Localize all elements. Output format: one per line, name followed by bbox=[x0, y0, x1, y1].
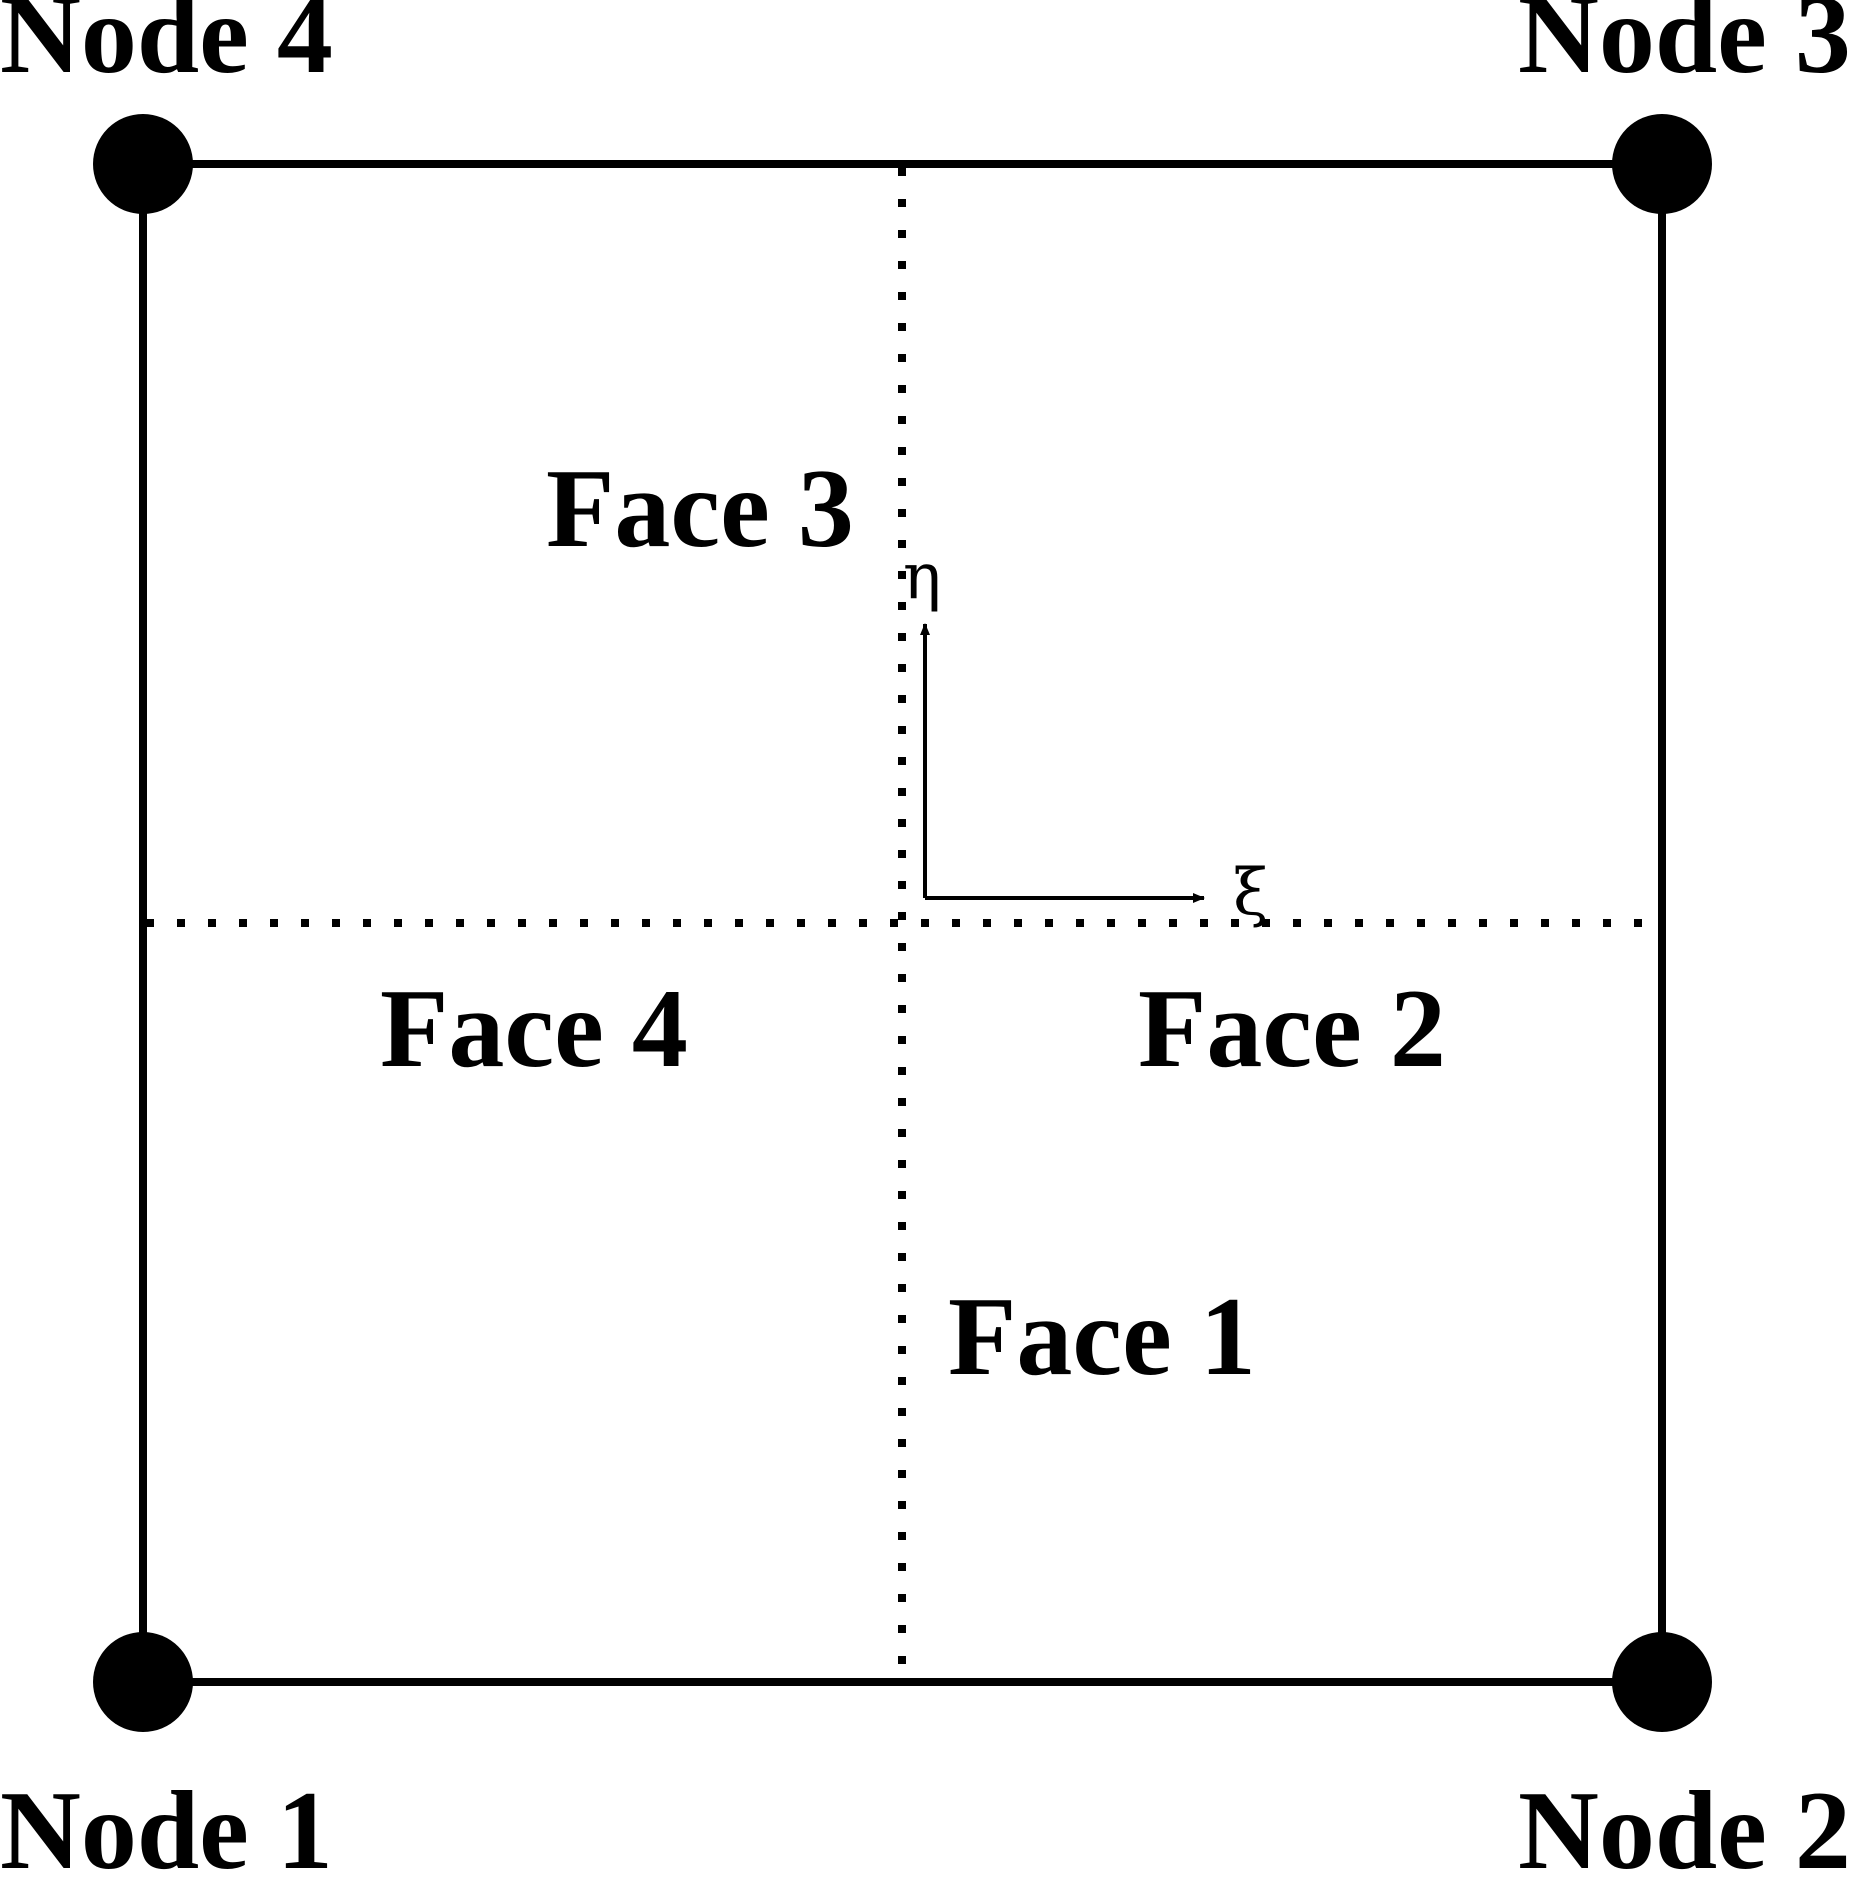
node-4-label: Node 4 bbox=[0, 0, 333, 97]
node-2-label: Node 2 bbox=[1518, 1769, 1851, 1878]
node-1-marker bbox=[93, 1632, 193, 1732]
face-3-label: Face 3 bbox=[546, 447, 854, 571]
face-2-label: Face 2 bbox=[1138, 967, 1446, 1091]
node-3-marker bbox=[1612, 114, 1712, 214]
node-1-label: Node 1 bbox=[0, 1769, 333, 1878]
face-1-label: Face 1 bbox=[948, 1275, 1256, 1399]
xi-axis-label: ξ bbox=[1233, 856, 1268, 930]
node-3-label: Node 3 bbox=[1518, 0, 1851, 97]
node-4-marker bbox=[93, 114, 193, 214]
node-2-marker bbox=[1612, 1632, 1712, 1732]
eta-axis-label: η bbox=[903, 540, 941, 614]
face-4-label: Face 4 bbox=[380, 967, 688, 1091]
